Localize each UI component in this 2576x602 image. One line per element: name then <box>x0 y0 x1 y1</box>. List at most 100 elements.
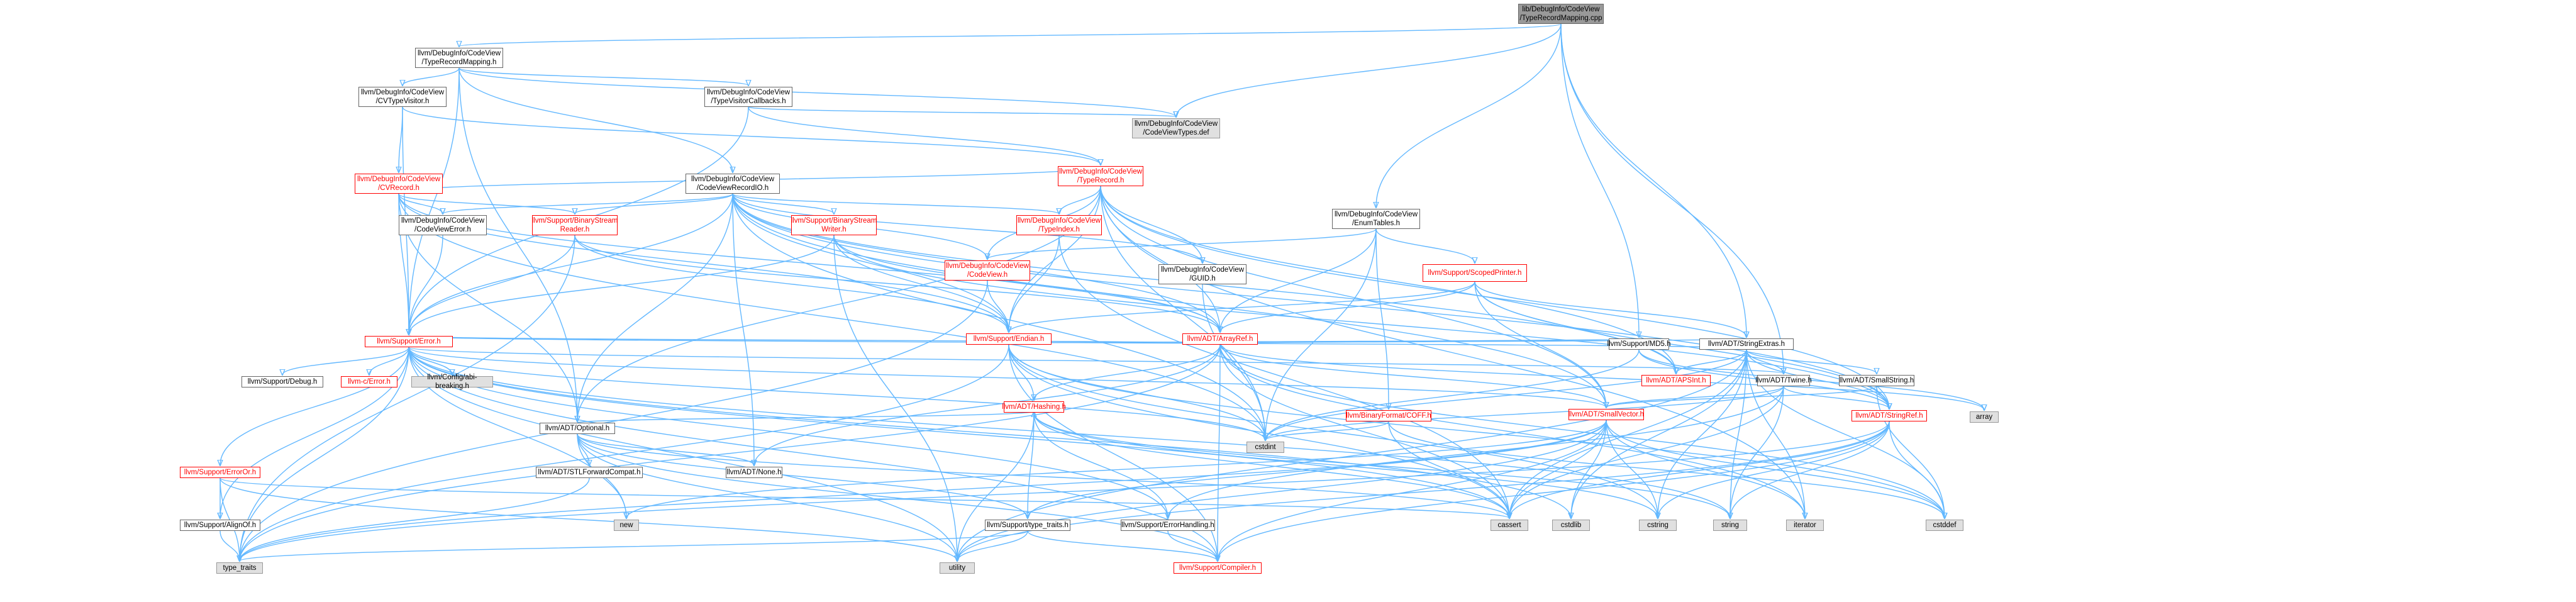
node-alignof-h[interactable]: llvm/Support/AlignOf.h <box>180 520 260 531</box>
edge-tr-to-iterator <box>1100 186 1805 518</box>
edge-twine-to-ehandle <box>1168 386 1784 518</box>
edge-ehandle-to-compiler <box>1167 530 1218 561</box>
node-error-h[interactable]: llvm/Support/Error.h <box>365 336 453 347</box>
edge-opt-to-tt <box>577 433 1028 518</box>
node-llvm-c-error-h[interactable]: llvm-c/Error.h <box>341 376 397 387</box>
edge-strx-to-string <box>1730 349 1747 518</box>
edge-svec-to-tt <box>1028 420 1607 518</box>
edge-err-to-dbg <box>282 347 409 375</box>
node-twine-h[interactable]: llvm/ADT/Twine.h <box>1755 375 1812 386</box>
edge-sp-to-strx <box>1474 281 1746 337</box>
edge-sp-to-aref <box>1220 281 1475 332</box>
node-new[interactable]: new <box>614 520 639 531</box>
edge-tr-to-endian <box>1009 186 1101 332</box>
node-typevisitorcallbacks-h[interactable]: llvm/DebugInfo/CodeView /TypeVisitorCall… <box>704 87 792 107</box>
node-apsint-h[interactable]: llvm/ADT/APSInt.h <box>1641 375 1711 386</box>
node-string[interactable]: string <box>1713 520 1747 531</box>
node-guid-h[interactable]: llvm/DebugInfo/CodeView /GUID.h <box>1158 264 1246 284</box>
node-cstdlib[interactable]: cstdlib <box>1552 520 1590 531</box>
edge-coff-to-cassert <box>1388 421 1509 518</box>
edge-aref-to-iterator <box>1219 344 1805 518</box>
edge-err-to-svec <box>408 347 1606 408</box>
edge-root-to-cvtd <box>1176 23 1562 117</box>
edge-sref-to-cstddef <box>1889 421 1945 518</box>
node-stlforwardcompat-h[interactable]: llvm/ADT/STLForwardCompat.h <box>536 467 643 478</box>
node-scopedprinter-h[interactable]: llvm/Support/ScopedPrinter.h <box>1423 264 1527 282</box>
edge-coff-to-cstdint <box>1265 421 1389 440</box>
node-cstdint[interactable]: cstdint <box>1246 442 1284 453</box>
node-cstddef[interactable]: cstddef <box>1926 520 1963 531</box>
edge-tt-to-typetraits <box>240 530 1028 561</box>
edge-cvrec-to-cverr <box>398 193 443 214</box>
node-typerecordmapping-h[interactable]: llvm/DebugInfo/CodeView /TypeRecordMappi… <box>415 48 503 68</box>
edge-enum-to-aref <box>1220 228 1377 332</box>
node-abi-breaking-h[interactable]: llvm/Config/abi-breaking.h <box>411 374 493 390</box>
node-binarystreamreader-h[interactable]: llvm/Support/BinaryStream Reader.h <box>532 215 618 235</box>
node-codeviewrecordio-h[interactable]: llvm/DebugInfo/CodeView /CodeViewRecordI… <box>686 174 780 194</box>
node-iterator[interactable]: iterator <box>1786 520 1824 531</box>
node-arrayref-h[interactable]: llvm/ADT/ArrayRef.h <box>1182 333 1258 345</box>
node-type-traits[interactable]: type_traits <box>216 562 263 574</box>
node-typeindex-h[interactable]: llvm/DebugInfo/CodeView /TypeIndex.h <box>1016 215 1102 235</box>
edge-svec-to-utility <box>957 420 1607 561</box>
edge-err-to-abi <box>408 347 452 375</box>
node-debug-h[interactable]: llvm/Support/Debug.h <box>242 376 323 387</box>
node-typerecordmapping-cpp[interactable]: lib/DebugInfo/CodeView /TypeRecordMappin… <box>1518 4 1604 24</box>
node-smallstring-h[interactable]: llvm/ADT/SmallString.h <box>1839 375 1914 386</box>
edge-root-to-strx <box>1560 23 1746 337</box>
node-codeviewerror-h[interactable]: llvm/DebugInfo/CodeView /CodeViewError.h <box>399 215 487 235</box>
node-hashing-h[interactable]: llvm/ADT/Hashing.h <box>1002 401 1066 413</box>
node-cvtypevisitor-h[interactable]: llvm/DebugInfo/CodeView /CVTypeVisitor.h <box>358 87 447 107</box>
node-utility[interactable]: utility <box>940 562 975 574</box>
edge-err-to-eor <box>220 347 409 465</box>
edge-endian-to-typetraits <box>240 344 1009 561</box>
node-array[interactable]: array <box>1970 411 1999 423</box>
edge-hash-to-cstring <box>1033 412 1658 518</box>
node-cassert[interactable]: cassert <box>1491 520 1528 531</box>
edge-endian-to-cstddef <box>1008 344 1945 518</box>
node-compiler-h[interactable]: llvm/Support/Compiler.h <box>1174 562 1262 574</box>
node-binarystreamwriter-h[interactable]: llvm/Support/BinaryStream Writer.h <box>791 215 877 235</box>
edge-ti-to-endian <box>1009 235 1060 332</box>
edge-cvrio-to-endian <box>732 193 1009 332</box>
edge-strx-to-cassert <box>1509 349 1747 518</box>
node-cvrecord-h[interactable]: llvm/DebugInfo/CodeView /CVRecord.h <box>355 174 443 194</box>
node-stringextras-h[interactable]: llvm/ADT/StringExtras.h <box>1699 338 1794 350</box>
node-cstring[interactable]: cstring <box>1639 520 1677 531</box>
edge-bsr-to-endian <box>574 235 1009 332</box>
node-typerecord-h[interactable]: llvm/DebugInfo/CodeView /TypeRecord.h <box>1058 166 1143 186</box>
node-none-h[interactable]: llvm/ADT/None.h <box>726 467 782 478</box>
edge-aref-to-svec <box>1219 344 1606 408</box>
edge-aref-to-none <box>754 344 1221 465</box>
node-erroror-h[interactable]: llvm/Support/ErrorOr.h <box>180 467 260 478</box>
edge-enum-to-cv <box>987 228 1377 259</box>
edge-aref-to-typetraits <box>240 344 1221 561</box>
edge-cvtv-to-cvrec <box>399 106 403 172</box>
edge-cvrio-to-opt <box>577 193 733 421</box>
edge-opt-to-hash <box>577 411 1034 423</box>
node-optional-h[interactable]: llvm/ADT/Optional.h <box>540 423 615 434</box>
edge-strx-to-sref <box>1746 349 1889 409</box>
node-endian-h[interactable]: llvm/Support/Endian.h <box>966 333 1052 345</box>
node-md5-h[interactable]: llvm/Support/MD5.h <box>1607 338 1671 350</box>
edge-bsr-to-typetraits <box>240 235 575 561</box>
edge-twine-to-sref <box>1783 386 1889 409</box>
node-coff-h[interactable]: llvm/BinaryFormat/COFF.h <box>1346 410 1431 421</box>
edge-aref-to-cstddef <box>1219 344 1945 518</box>
edge-cvrec-to-bsr <box>398 193 575 214</box>
node-codeview-h[interactable]: llvm/DebugInfo/CodeView /CodeView.h <box>945 260 1030 281</box>
node-enumtables-h[interactable]: llvm/DebugInfo/CodeView /EnumTables.h <box>1332 209 1420 229</box>
edge-trm-to-cvtv <box>402 67 460 86</box>
node-stringref-h[interactable]: llvm/ADT/StringRef.h <box>1852 410 1927 421</box>
node-support-type-traits-h[interactable]: llvm/Support/type_traits.h <box>985 520 1070 531</box>
node-errorhandling-h[interactable]: llvm/Support/ErrorHandling.h <box>1121 520 1215 531</box>
node-codeviewtypes-def[interactable]: llvm/DebugInfo/CodeView /CodeViewTypes.d… <box>1132 118 1220 138</box>
edge-aref-to-hash <box>1034 344 1221 400</box>
edge-err-to-cerr <box>369 347 409 375</box>
edge-cvrio-to-guid <box>732 193 1202 263</box>
edge-root-to-twine <box>1560 23 1784 374</box>
edge-alignof-to-typetraits <box>219 530 240 561</box>
edge-hash-to-ehandle <box>1033 412 1168 518</box>
edge-strx-to-apsint <box>1676 349 1747 374</box>
node-smallvector-h[interactable]: llvm/ADT/SmallVector.h <box>1568 409 1644 420</box>
